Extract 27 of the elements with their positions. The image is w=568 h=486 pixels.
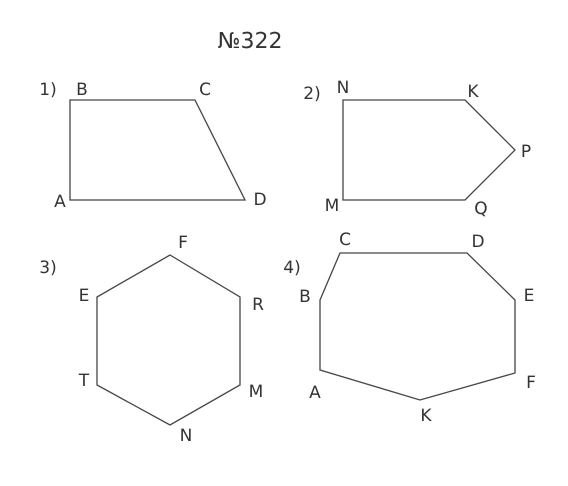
vertex-label: K [420, 407, 432, 425]
vertex-label: F [178, 234, 188, 252]
vertex-label: Q [474, 200, 488, 218]
vertex-label: N [336, 79, 350, 97]
vertex-label: M [324, 197, 340, 215]
vertex-label: B [76, 81, 88, 99]
title: №322 [218, 30, 282, 54]
vertex-label: C [199, 81, 211, 99]
vertex-label: F [526, 374, 536, 392]
vertex-label: A [309, 384, 321, 402]
vertex-label: K [467, 83, 479, 101]
vertex-label: T [78, 372, 90, 390]
vertex-label: R [252, 296, 264, 314]
problem-number: 3) [39, 259, 57, 277]
vertex-label: D [471, 233, 485, 251]
problem-number: 1) [39, 81, 57, 99]
vertex-label: M [248, 383, 264, 401]
vertex-label: P [520, 143, 532, 161]
vertex-label: A [54, 193, 66, 211]
problem-number: 2) [303, 85, 321, 103]
vertex-label: B [299, 288, 311, 306]
vertex-label: D [253, 191, 267, 209]
vertex-label: E [524, 287, 534, 305]
vertex-label: C [339, 231, 351, 249]
vertex-label: N [180, 427, 192, 445]
problem-number: 4) [283, 259, 301, 277]
vertex-label: E [78, 287, 90, 305]
